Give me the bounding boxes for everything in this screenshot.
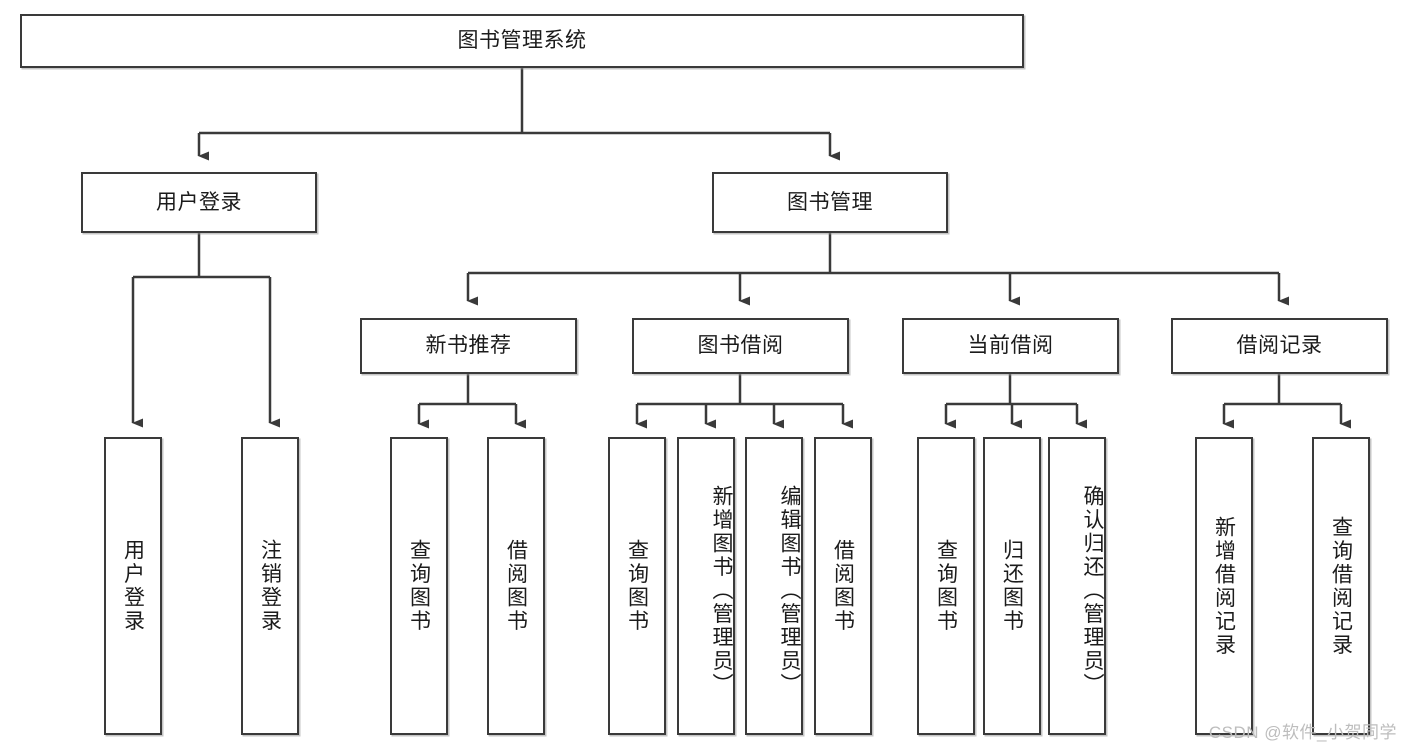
node-book-borrow-label: 图书借阅 <box>697 334 784 358</box>
leaf-query-book-1-label: 查询图书 <box>407 539 431 633</box>
leaf-add-book[interactable]: 新增图书（管理员） <box>677 437 735 735</box>
node-book-manage-label: 图书管理 <box>787 190 873 214</box>
leaf-confirm-return-label: 确认归还（管理员） <box>1081 485 1104 697</box>
node-user-login-label: 用户登录 <box>156 190 242 214</box>
leaf-edit-book[interactable]: 编辑图书（管理员） <box>745 437 803 735</box>
node-book-manage[interactable]: 图书管理 <box>712 172 948 233</box>
leaf-user-login[interactable]: 用户登录 <box>104 437 162 735</box>
leaf-borrow-book-1[interactable]: 借阅图书 <box>487 437 545 735</box>
leaf-borrow-book-1-label: 借阅图书 <box>504 539 528 633</box>
leaf-add-book-label: 新增图书（管理员） <box>710 485 733 697</box>
node-user-login[interactable]: 用户登录 <box>81 172 317 233</box>
leaf-user-logout-label: 注销登录 <box>258 539 282 633</box>
leaf-add-record-label: 新增借阅记录 <box>1212 515 1236 657</box>
node-current-borrow-label: 当前借阅 <box>967 334 1054 358</box>
node-new-book-rec-label: 新书推荐 <box>425 334 512 358</box>
node-current-borrow[interactable]: 当前借阅 <box>902 318 1119 374</box>
leaf-confirm-return[interactable]: 确认归还（管理员） <box>1048 437 1106 735</box>
leaf-add-record[interactable]: 新增借阅记录 <box>1195 437 1253 735</box>
node-root[interactable]: 图书管理系统 <box>20 14 1024 68</box>
leaf-query-record[interactable]: 查询借阅记录 <box>1312 437 1370 735</box>
leaf-query-book-3-label: 查询图书 <box>934 539 958 633</box>
leaf-borrow-book-2[interactable]: 借阅图书 <box>814 437 872 735</box>
node-new-book-rec[interactable]: 新书推荐 <box>360 318 577 374</box>
node-borrow-record[interactable]: 借阅记录 <box>1171 318 1388 374</box>
node-borrow-record-label: 借阅记录 <box>1236 334 1323 358</box>
leaf-edit-book-label: 编辑图书（管理员） <box>778 485 801 697</box>
leaf-return-book-label: 归还图书 <box>1000 539 1024 633</box>
watermark-text: CSDN @软件_小贺同学 <box>1208 723 1397 742</box>
leaf-user-logout[interactable]: 注销登录 <box>241 437 299 735</box>
leaf-return-book[interactable]: 归还图书 <box>983 437 1041 735</box>
node-root-label: 图书管理系统 <box>457 29 587 53</box>
node-book-borrow[interactable]: 图书借阅 <box>632 318 849 374</box>
leaf-query-book-3[interactable]: 查询图书 <box>917 437 975 735</box>
leaf-query-record-label: 查询借阅记录 <box>1329 515 1353 657</box>
leaf-borrow-book-2-label: 借阅图书 <box>831 539 855 633</box>
leaf-user-login-label: 用户登录 <box>121 539 145 633</box>
leaf-query-book-2-label: 查询图书 <box>625 539 649 633</box>
leaf-query-book-1[interactable]: 查询图书 <box>390 437 448 735</box>
leaf-query-book-2[interactable]: 查询图书 <box>608 437 666 735</box>
